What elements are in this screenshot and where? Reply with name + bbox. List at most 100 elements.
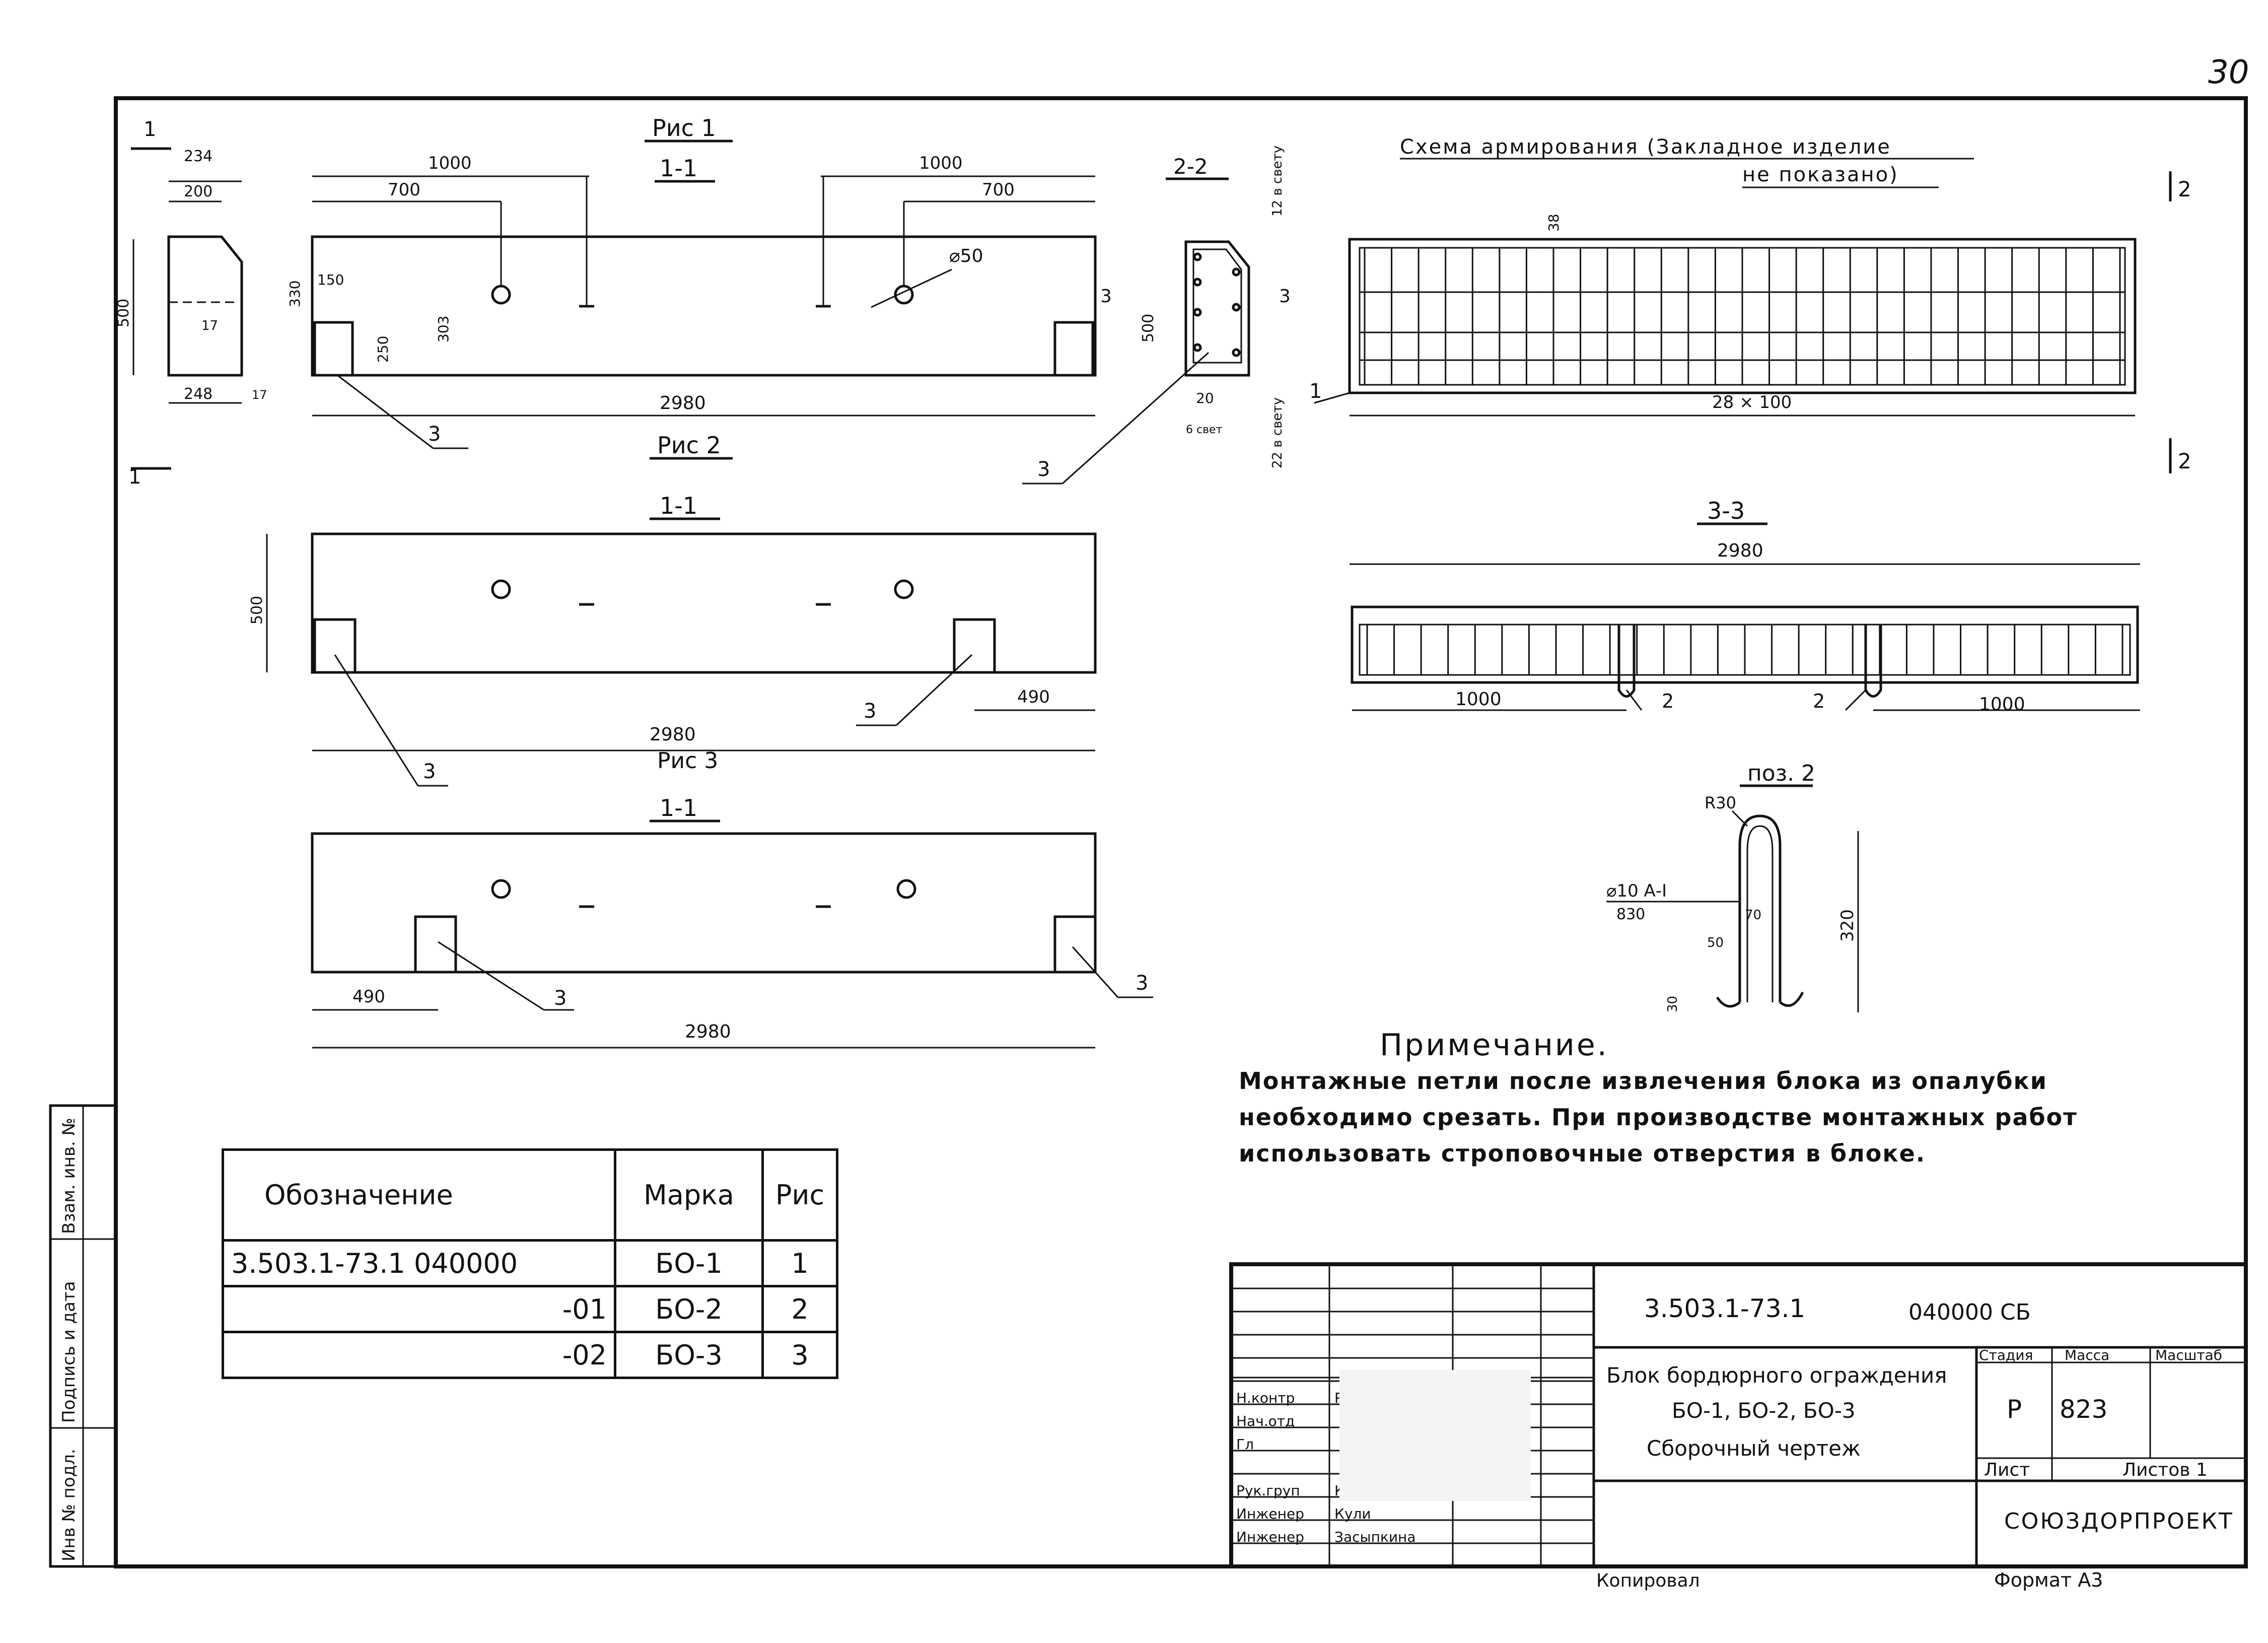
svg-text:490: 490 bbox=[1017, 687, 1050, 707]
table-cell: БО-3 bbox=[614, 1331, 764, 1379]
svg-text:R30: R30 bbox=[1705, 793, 1736, 812]
stamp-name: Кули bbox=[1334, 1505, 1371, 1522]
svg-text:1: 1 bbox=[144, 118, 156, 141]
svg-text:3: 3 bbox=[1279, 286, 1291, 307]
svg-text:250: 250 bbox=[375, 336, 391, 363]
svg-text:3: 3 bbox=[1100, 286, 1112, 307]
signature-redaction bbox=[1339, 1370, 1531, 1501]
side-stamp: Инв № подл. Подпись и дата Взам. инв. № bbox=[49, 1104, 117, 1568]
svg-text:3.503.1-73.1: 3.503.1-73.1 bbox=[1644, 1294, 1805, 1323]
svg-text:2: 2 bbox=[2178, 449, 2191, 473]
stamp-role: Инженер bbox=[1236, 1529, 1304, 1545]
loop-detail-pos2: поз. 2 R30 ⌀10 А-I 830 70 50 320 30 bbox=[1606, 761, 1859, 1012]
svg-text:1000: 1000 bbox=[919, 153, 963, 173]
svg-text:200: 200 bbox=[184, 183, 212, 200]
fig3-section-label: 1-1 bbox=[660, 794, 697, 822]
note-title: Примечание. bbox=[1380, 1028, 1609, 1063]
table-cell: БО-2 bbox=[614, 1285, 764, 1333]
stamp-name: Засыпкина bbox=[1334, 1529, 1416, 1545]
svg-text:2: 2 bbox=[1662, 690, 1674, 712]
table-row: 3.503.1-73.1 040000 БО-1 1 bbox=[222, 1239, 838, 1287]
svg-text:⌀10 А-I: ⌀10 А-I bbox=[1606, 881, 1667, 901]
note-block: Примечание. Монтажные петли после извлеч… bbox=[1239, 1028, 2170, 1172]
svg-text:2980: 2980 bbox=[685, 1021, 731, 1042]
svg-text:6 свет: 6 свет bbox=[1186, 424, 1223, 436]
svg-text:500: 500 bbox=[1140, 314, 1157, 343]
table-cell: БО-1 bbox=[614, 1239, 764, 1287]
reinforcement-grid-bars bbox=[1364, 248, 2121, 385]
svg-text:БО-1, БО-2, БО-3: БО-1, БО-2, БО-3 bbox=[1672, 1398, 1856, 1423]
svg-text:Листов 1: Листов 1 bbox=[2122, 1460, 2208, 1480]
section-2-2: 2-2 500 20 6 свет 22 в свету 12 в свету … bbox=[1022, 146, 1291, 485]
stamp-role: Н.контр bbox=[1236, 1390, 1295, 1406]
table-row: -01 БО-2 2 bbox=[222, 1285, 838, 1333]
svg-text:2-2: 2-2 bbox=[1173, 154, 1208, 179]
svg-text:38: 38 bbox=[1545, 214, 1562, 232]
table-header: Рис bbox=[761, 1148, 838, 1242]
svg-text:Сборочный чертеж: Сборочный чертеж bbox=[1647, 1436, 1861, 1461]
table-cell: 1 bbox=[761, 1239, 838, 1287]
spec-table: Обозначение Марка Рис 3.503.1-73.1 04000… bbox=[222, 1148, 838, 1379]
svg-text:17: 17 bbox=[252, 388, 267, 402]
svg-text:3: 3 bbox=[1037, 458, 1050, 481]
svg-text:234: 234 bbox=[184, 148, 212, 165]
svg-text:150: 150 bbox=[317, 271, 344, 288]
svg-text:830: 830 bbox=[1616, 906, 1645, 923]
svg-text:Лист: Лист bbox=[1984, 1460, 2030, 1480]
fig3-label: Рис 3 bbox=[657, 748, 718, 774]
svg-text:22 в свету: 22 в свету bbox=[1270, 397, 1285, 468]
note-line: использовать строповочные отверстия в бл… bbox=[1239, 1140, 1926, 1167]
table-header-row: Обозначение Марка Рис bbox=[222, 1148, 838, 1242]
svg-text:20: 20 bbox=[1196, 390, 1214, 406]
svg-text:12 в свету: 12 в свету bbox=[1270, 146, 1285, 217]
svg-text:⌀50: ⌀50 bbox=[949, 246, 983, 266]
svg-text:Масштаб: Масштаб bbox=[2155, 1347, 2222, 1363]
table-cell: 2 bbox=[761, 1285, 838, 1333]
svg-text:Блок бордюрного ограждения: Блок бордюрного ограждения bbox=[1606, 1363, 1947, 1388]
svg-text:Р: Р bbox=[2007, 1395, 2022, 1424]
svg-text:3: 3 bbox=[864, 700, 876, 723]
note-line: необходимо срезать. При производстве мон… bbox=[1239, 1104, 2078, 1131]
copied-label: Копировал bbox=[1596, 1570, 1700, 1591]
fig1-label: Рис 1 bbox=[652, 114, 716, 142]
svg-text:поз. 2: поз. 2 bbox=[1747, 761, 1815, 786]
fig3-elevation: 490 2980 3 3 bbox=[311, 832, 1153, 1049]
svg-text:17: 17 bbox=[201, 318, 218, 333]
svg-text:2980: 2980 bbox=[660, 393, 706, 414]
stamp-role: Рук.груп bbox=[1236, 1482, 1300, 1499]
svg-text:1000: 1000 bbox=[1455, 689, 1502, 710]
table-header: Обозначение bbox=[222, 1148, 616, 1242]
svg-text:2: 2 bbox=[2178, 177, 2191, 201]
svg-text:Взам. инв. №: Взам. инв. № bbox=[59, 1118, 79, 1234]
svg-text:490: 490 bbox=[352, 987, 385, 1007]
stamp-role: Нач.отд bbox=[1236, 1413, 1295, 1429]
svg-text:320: 320 bbox=[1837, 909, 1858, 942]
table-row: -02 БО-3 3 bbox=[222, 1331, 838, 1379]
svg-text:2980: 2980 bbox=[650, 724, 696, 745]
table-cell: 3.503.1-73.1 040000 bbox=[222, 1239, 616, 1287]
svg-text:1: 1 bbox=[1309, 380, 1322, 403]
format-label: Формат А3 bbox=[1994, 1569, 2103, 1591]
svg-text:3: 3 bbox=[554, 987, 566, 1010]
svg-text:не показано): не показано) bbox=[1742, 163, 1899, 186]
drawing-frame bbox=[114, 96, 2248, 1568]
svg-text:Схема армирования (Закладное и: Схема армирования (Закладное изделие bbox=[1400, 135, 1891, 159]
svg-text:500: 500 bbox=[115, 299, 132, 327]
svg-text:Масса: Масса bbox=[2065, 1347, 2109, 1363]
svg-text:СОЮЗДОРПРОЕКТ: СОЮЗДОРПРОЕКТ bbox=[2004, 1509, 2234, 1534]
stamp-role: Гл bbox=[1236, 1436, 1254, 1453]
svg-text:70: 70 bbox=[1745, 908, 1761, 923]
svg-text:248: 248 bbox=[184, 385, 212, 403]
section-3-3-bars bbox=[1366, 625, 2123, 675]
svg-text:700: 700 bbox=[982, 180, 1015, 200]
fig1-elevation: 1000 700 1000 700 ⌀50 330 150 303 250 29… bbox=[287, 153, 1097, 449]
svg-text:28 × 100: 28 × 100 bbox=[1712, 392, 1792, 413]
fig1-end-profile: 500 234 200 248 17 17 1 1 bbox=[115, 118, 267, 489]
svg-text:30: 30 bbox=[1665, 996, 1680, 1012]
svg-text:2: 2 bbox=[1813, 690, 1825, 712]
svg-text:700: 700 bbox=[388, 180, 420, 200]
svg-text:Инв № подл.: Инв № подл. bbox=[59, 1449, 79, 1561]
svg-text:330: 330 bbox=[287, 281, 303, 307]
section-3-3: 3-3 2980 1000 1000 2 2 bbox=[1350, 497, 2140, 715]
